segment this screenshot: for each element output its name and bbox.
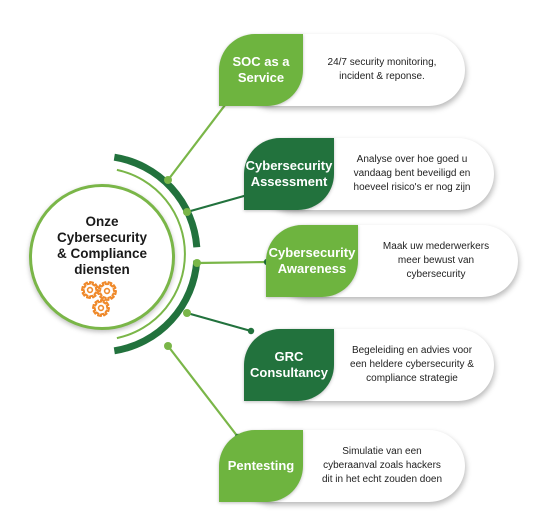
service-description: 24/7 security monitoring, incident & repo… [305, 34, 459, 106]
service-description: Begeleiding en advies voor een heldere cy… [336, 329, 488, 401]
service-description-line: Begeleiding en advies voor [351, 345, 473, 356]
gear-shape [81, 281, 99, 299]
service-description-line: cyberaanval zoals hackers [323, 460, 441, 471]
connector-node [164, 176, 172, 184]
service-description-line: incident & reponse. [339, 71, 425, 82]
gear-shape [97, 281, 117, 301]
service-description-line: hoeveel risico's er nog zijn [353, 182, 471, 193]
gear-hub [103, 287, 111, 295]
center-title-line: diensten [74, 262, 130, 277]
inner-arc [116, 168, 186, 340]
outer-arc-top [113, 153, 201, 248]
center-title: Onze Cybersecurity & Compliance diensten [32, 214, 172, 278]
service-description-line: meer bewust van [397, 255, 475, 266]
connector-line [167, 345, 239, 438]
service-title-line: Pentesting [227, 458, 295, 473]
center-title-line: & Compliance [56, 246, 148, 261]
outer-arc-bottom [113, 260, 201, 355]
service-title-line: Cybersecurity [268, 245, 356, 260]
gear-hub [86, 286, 94, 294]
service-title-line: SOC as a [232, 54, 290, 69]
connector-node [183, 309, 191, 317]
service-title-line: Service [237, 70, 285, 85]
service-title-line: Awareness [277, 261, 347, 276]
gear-hub [97, 304, 105, 312]
service-description-line: cybersecurity [406, 269, 466, 280]
card-node [247, 327, 255, 335]
center-title-line: Cybersecurity [56, 230, 148, 245]
connector-line [186, 311, 252, 333]
connector-line [196, 260, 268, 265]
service-description-line: Maak uw mederwerkers [382, 241, 490, 252]
service-description: Simulatie van een cyberaanval zoals hacke… [305, 430, 459, 502]
connector-line [186, 192, 252, 214]
connector-node [183, 208, 191, 216]
service-description: Analyse over hoe goed u vandaag bent beve… [336, 138, 488, 210]
center-title-line: Onze [85, 214, 119, 229]
service-description-line: Simulatie van een [342, 446, 422, 457]
service-title-line: Consultancy [249, 365, 328, 380]
service-title-tab: Pentesting [219, 430, 303, 502]
service-description-line: vandaag bent beveiligd en [353, 168, 471, 179]
service-description-line: Analyse over hoe goed u [356, 154, 468, 165]
center-circle: Onze Cybersecurity & Compliance diensten [29, 184, 175, 330]
connector-node [193, 259, 201, 267]
service-title-line: GRC [274, 349, 304, 364]
gears-icon [81, 281, 117, 317]
connector-node [164, 342, 172, 350]
service-description-line: 24/7 security monitoring, [327, 57, 437, 68]
service-title-line: Assessment [250, 174, 328, 189]
service-description: Maak uw mederwerkers meer bewust van cyber… [360, 225, 512, 297]
service-description-line: dit in het echt zouden doen [321, 474, 443, 485]
gear-shape [92, 299, 110, 317]
service-title-line: Cybersecurity [245, 158, 333, 173]
service-description-line: compliance strategie [366, 373, 458, 384]
service-description-line: een heldere cybersecurity & [350, 359, 474, 370]
